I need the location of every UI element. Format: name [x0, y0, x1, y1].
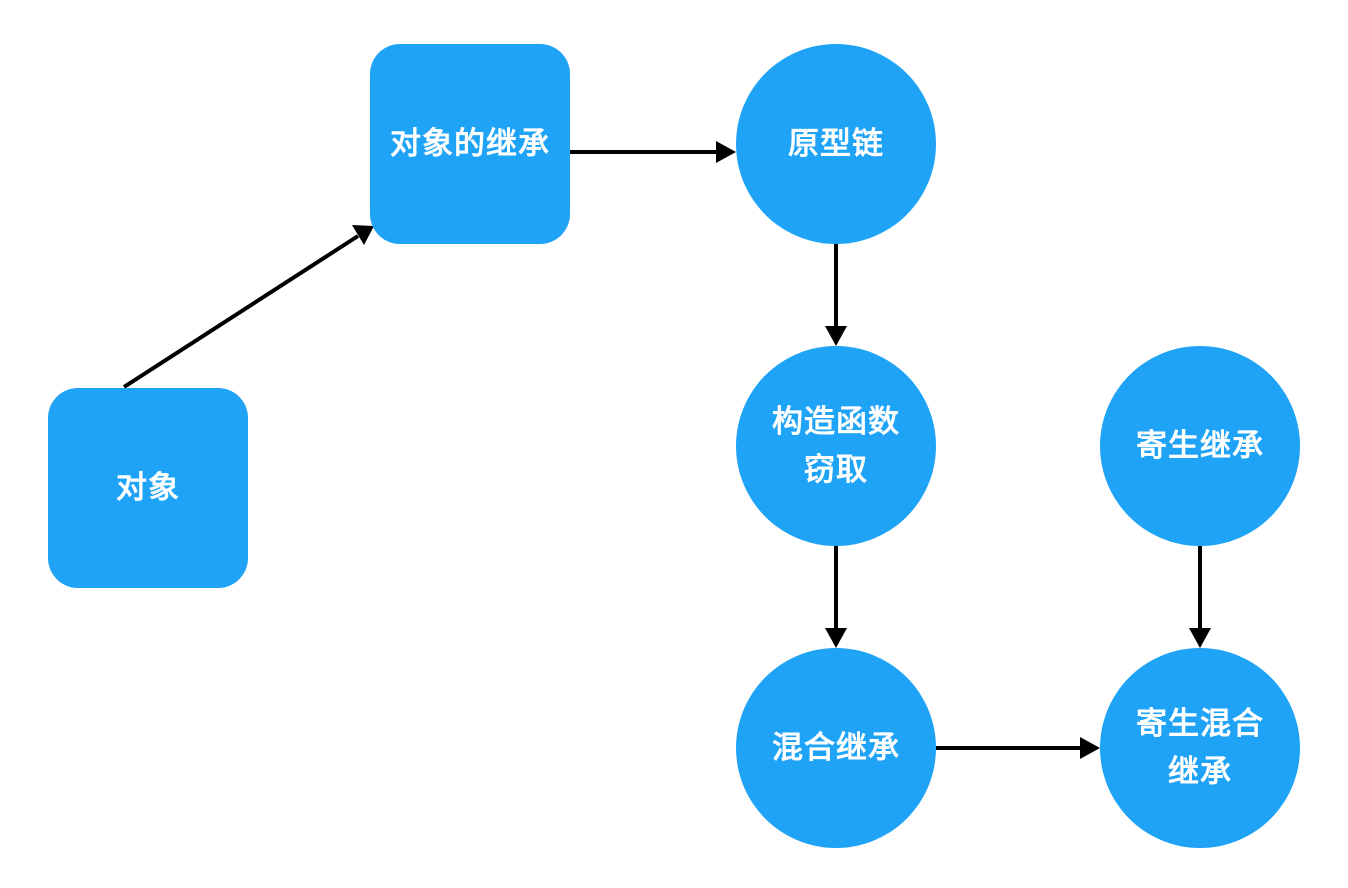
node-constructor-stealing-label: 构造函数 窃取	[772, 398, 900, 494]
node-prototype-chain: 原型链	[736, 44, 936, 244]
edge-constructor-stealing-to-combination	[825, 545, 847, 648]
edge-prototype-chain-to-constructor-stealing	[825, 243, 847, 346]
edge-parasitic-to-parasitic-combination	[1189, 545, 1211, 648]
node-parasitic-combination-line1: 寄生混合	[1136, 706, 1264, 742]
node-parasitic-inheritance: 寄生继承	[1100, 346, 1300, 546]
node-object-inheritance: 对象的继承	[370, 44, 570, 244]
node-object: 对象	[48, 388, 248, 588]
edge-combination-to-parasitic-combination	[936, 737, 1100, 759]
node-object-label: 对象	[116, 470, 180, 506]
node-parasitic-combination: 寄生混合 继承	[1100, 648, 1300, 848]
node-combination-inheritance: 混合继承	[736, 648, 936, 848]
node-object-inheritance-label: 对象的继承	[390, 126, 550, 162]
node-parasitic-combination-label: 寄生混合 继承	[1136, 700, 1264, 796]
node-constructor-stealing-line2: 窃取	[804, 452, 868, 488]
node-constructor-stealing: 构造函数 窃取	[736, 346, 936, 546]
node-combination-inheritance-label: 混合继承	[772, 730, 900, 766]
node-constructor-stealing-line1: 构造函数	[772, 404, 900, 440]
edge-object-to-object-inheritance	[122, 225, 374, 389]
node-parasitic-inheritance-label: 寄生继承	[1136, 428, 1264, 464]
edge-object-inheritance-to-prototype-chain	[570, 141, 736, 163]
node-prototype-chain-label: 原型链	[788, 126, 884, 162]
node-parasitic-combination-line2: 继承	[1168, 754, 1232, 790]
